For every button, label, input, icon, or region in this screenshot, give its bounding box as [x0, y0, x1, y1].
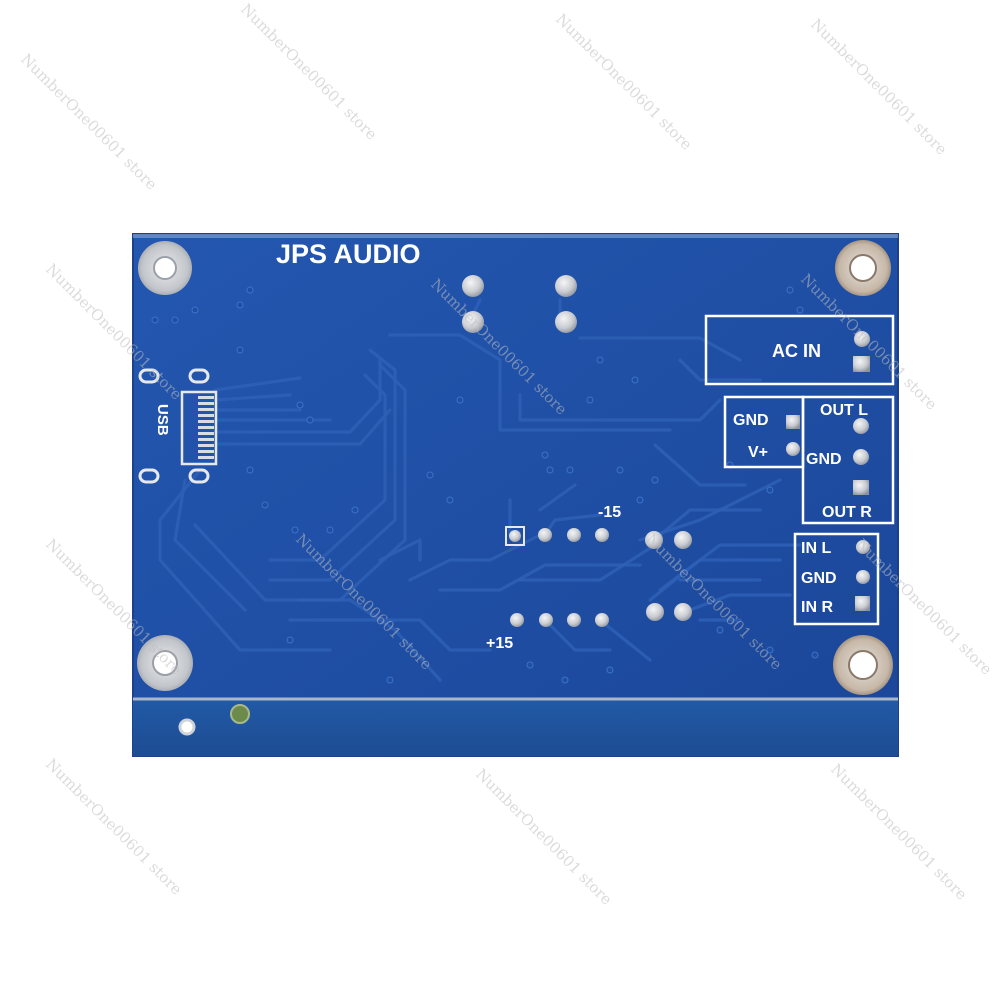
- pcb-traces: [158, 298, 802, 682]
- label-minus-15: -15: [598, 504, 621, 521]
- usb-label: USB: [154, 404, 171, 436]
- watermark-text: NumberOne00601 store: [237, 0, 380, 143]
- watermark-text: NumberOne00601 store: [17, 50, 160, 193]
- input-terminal: [793, 532, 880, 626]
- pcb-bottom-strip: [133, 698, 898, 756]
- label-out-r: OUT R: [822, 504, 872, 521]
- watermark-text: NumberOne00601 store: [552, 10, 695, 153]
- label-in-l: IN L: [801, 540, 831, 557]
- pcb-body: [133, 234, 898, 756]
- ac-in-terminal: [704, 314, 895, 386]
- output-terminal: [801, 395, 895, 525]
- solder-pads-top: [462, 275, 577, 333]
- label-gnd-power: GND: [733, 412, 769, 429]
- mounting-hole-top-left: [138, 241, 192, 295]
- watermark-text: NumberOne00601 store: [807, 15, 950, 158]
- strip-hole-left: [178, 718, 196, 736]
- label-ac-in: AC IN: [772, 341, 821, 361]
- brand-label: JPS AUDIO: [276, 239, 421, 269]
- watermark-text: NumberOne00601 store: [827, 760, 970, 903]
- mounting-hole-top-right: [835, 240, 891, 296]
- label-v-plus: V+: [748, 444, 768, 461]
- watermark-text: NumberOne00601 store: [42, 755, 185, 898]
- pin-row-plus15: [510, 603, 692, 627]
- strip-hole-green: [230, 704, 250, 724]
- pcb-vias: [151, 286, 819, 684]
- label-out-l: OUT L: [820, 402, 868, 419]
- mounting-hole-bottom-right: [833, 635, 893, 695]
- label-gnd-out: GND: [806, 451, 842, 468]
- pin-row-minus15: [505, 526, 692, 549]
- watermark-text: NumberOne00601 store: [472, 765, 615, 908]
- label-in-r: IN R: [801, 599, 833, 616]
- usb-connector-footprint: [138, 368, 218, 484]
- label-plus-15: +15: [486, 635, 513, 652]
- mounting-hole-bottom-left: [137, 635, 193, 691]
- label-gnd-in: GND: [801, 570, 837, 587]
